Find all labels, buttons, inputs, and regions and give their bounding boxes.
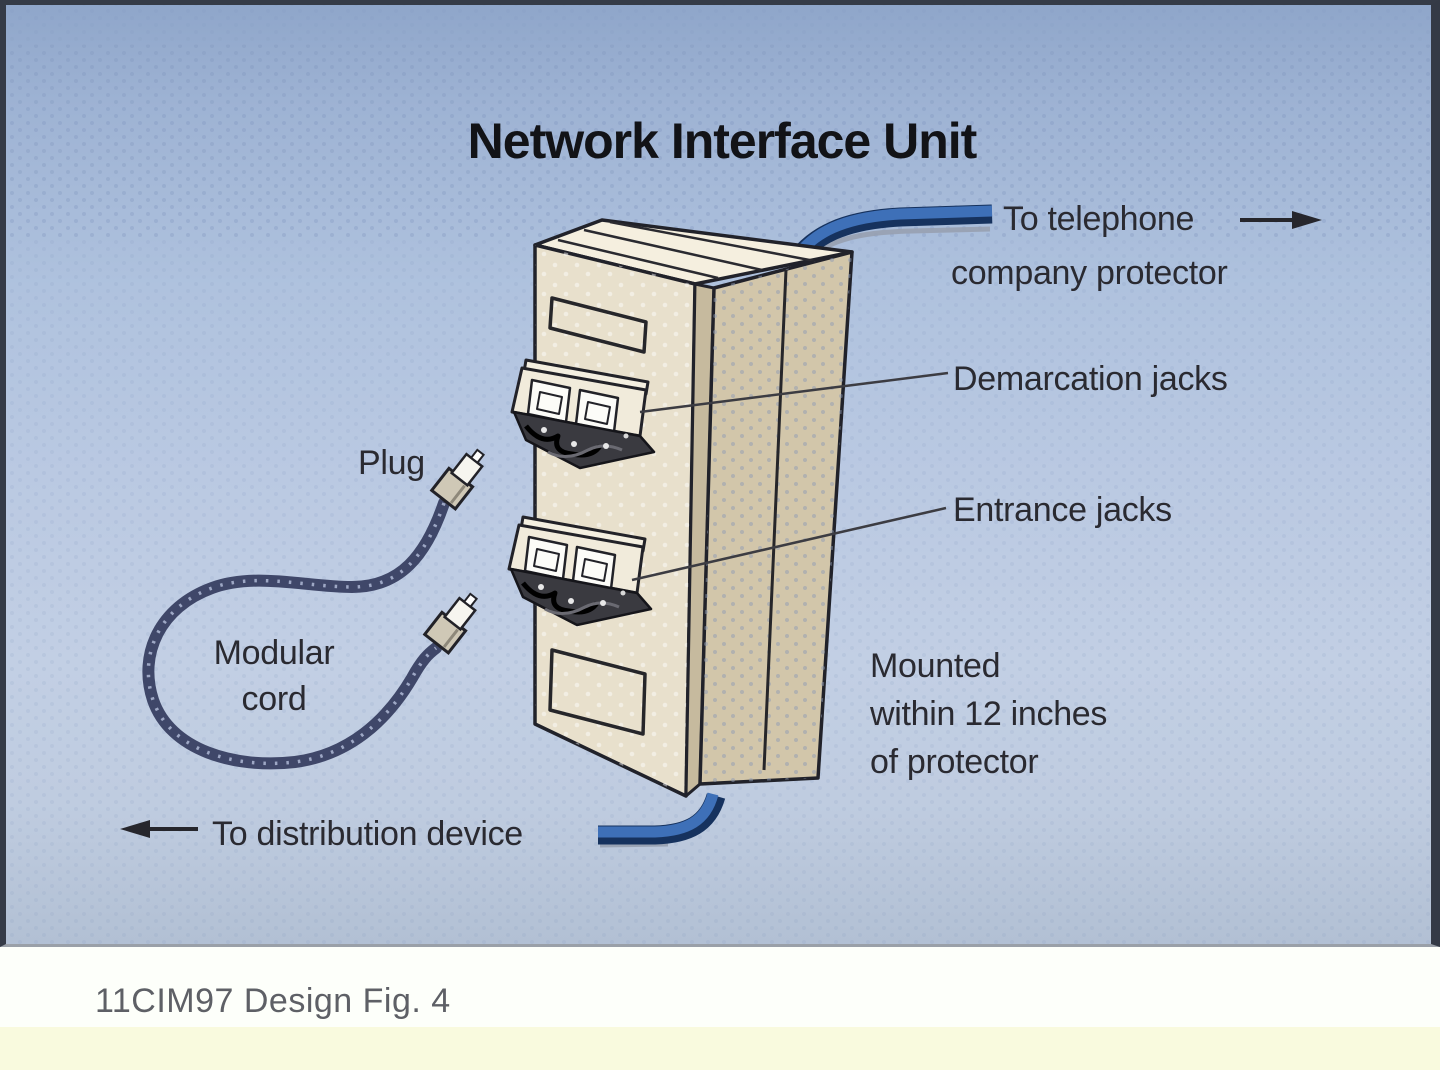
label-to-distribution: To distribution device	[212, 815, 523, 853]
niu-side-divider	[762, 269, 788, 771]
label-entrance-jacks: Entrance jacks	[953, 491, 1172, 529]
label-mounted-line2: within 12 inches	[869, 695, 1107, 733]
label-to-telephone-line2: company protector	[951, 254, 1227, 292]
cable-to-distribution	[598, 792, 726, 848]
arrow-right-head	[1292, 211, 1322, 229]
figure-caption: 11CIM97 Design Fig. 4	[95, 982, 451, 1020]
label-to-telephone-line1: To telephone	[1003, 200, 1194, 238]
leader-entrance	[631, 506, 947, 582]
diagram-labels: To telephone company protector Demarcati…	[212, 200, 1228, 853]
label-mounted-line1: Mounted	[870, 647, 1000, 685]
label-modular-cord-line2: cord	[242, 680, 307, 718]
label-modular-cord-line1: Modular	[214, 634, 335, 672]
label-demarcation-jacks: Demarcation jacks	[953, 360, 1228, 398]
lower-faceplate	[548, 648, 647, 736]
label-mounted-line3: of protector	[870, 743, 1038, 781]
direction-arrows	[120, 211, 1322, 838]
figure-title: Network Interface Unit	[468, 113, 978, 169]
label-plug: Plug	[358, 444, 425, 482]
modular-cord	[142, 497, 450, 770]
modular-cord-assembly	[142, 441, 494, 770]
bottom-yellow-bar	[0, 1027, 1440, 1070]
arrow-left-head	[120, 820, 150, 838]
leader-lines	[631, 371, 949, 582]
niu-box	[509, 218, 854, 798]
halftone-band	[6, 45, 1431, 240]
diagram-panel: Network Interface Unit	[0, 0, 1440, 947]
niu-diagram-svg: Network Interface Unit	[6, 5, 1431, 944]
upper-faceplate	[548, 296, 648, 354]
caption-strip	[0, 947, 1440, 1027]
leader-demarcation	[639, 371, 949, 414]
